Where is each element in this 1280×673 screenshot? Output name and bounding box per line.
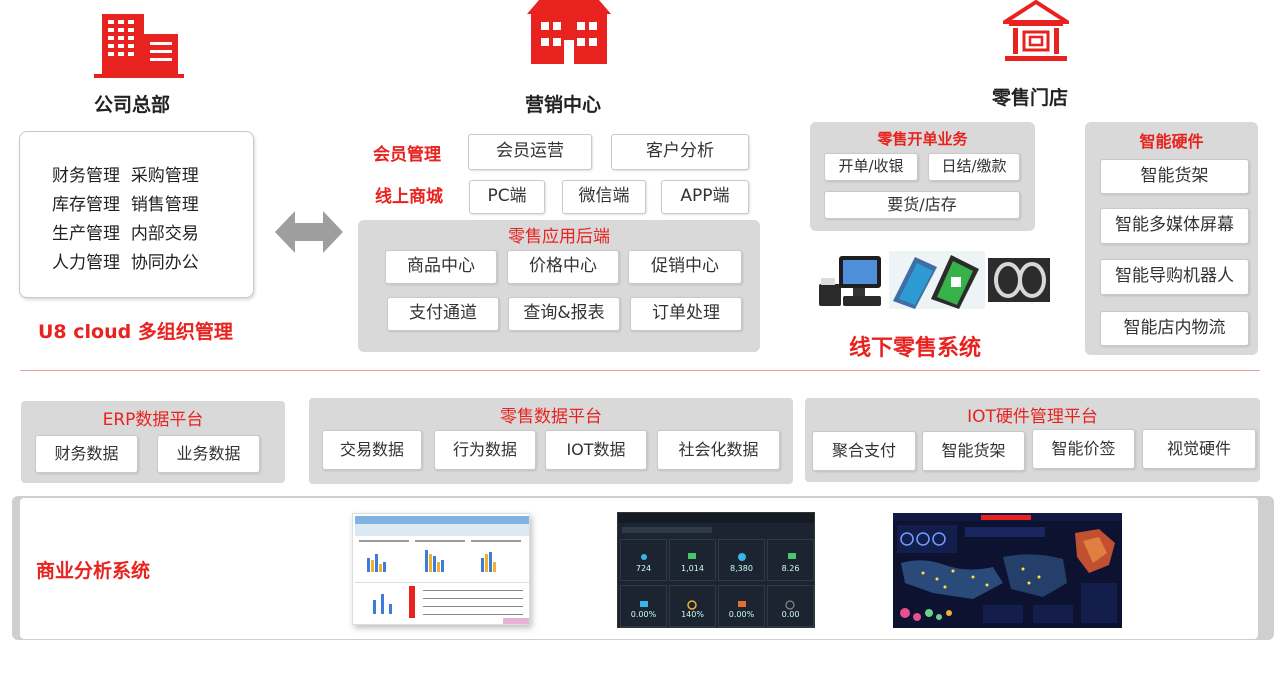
stock-request-box: 要货/店存 [824,191,1020,219]
hq-caption: U8 cloud 多组织管理 [38,321,233,343]
erp-platform-title: ERP数据平台 [102,410,204,430]
wechat-client-box: 微信端 [562,180,646,214]
kpi-tile: 724 [620,539,667,581]
analysis-title: 商业分析系统 [36,560,151,582]
hq-item: 库存管理 [52,195,120,215]
business-data-box: 业务数据 [157,435,260,473]
member-ops-box: 会员运营 [468,134,592,170]
iot-data-box: IOT数据 [545,430,647,470]
hq-row: 生产管理 内部交易 [52,220,242,249]
hq-module-grid: 财务管理 采购管理 库存管理 销售管理 生产管理 内部交易 人力管理 协同办公 [52,162,242,278]
social-data-box: 社会化数据 [657,430,780,470]
smart-band-icon [988,258,1050,302]
hq-item: 人力管理 [52,253,120,273]
hq-item: 内部交易 [130,224,199,244]
retail-backend-title: 零售应用后端 [508,227,610,247]
kpi-tile: 0.00% [620,585,667,627]
hq-item: 生产管理 [52,224,120,244]
promotion-center-box: 促销中心 [628,250,742,284]
kpi-tile: 0.00% [718,585,765,627]
store-title: 零售门店 [992,87,1069,109]
smart-shelf-box: 智能货架 [1100,159,1249,194]
vision-hardware-box: 视觉硬件 [1142,429,1256,469]
hq-item: 协同办公 [130,253,199,273]
behavior-data-box: 行为数据 [434,430,536,470]
smart-media-screen-box: 智能多媒体屏幕 [1100,208,1249,244]
kpi-tile: 8,380 [718,539,765,581]
transaction-data-box: 交易数据 [322,430,422,470]
hq-item: 财务管理 [52,166,120,186]
query-report-box: 查询&报表 [508,297,620,331]
hq-title: 公司总部 [94,94,171,116]
order-processing-box: 订单处理 [630,297,742,331]
member-mgmt-label: 会员管理 [373,145,441,165]
hq-module-box [19,131,254,298]
finance-data-box: 财务数据 [35,435,138,473]
kpi-tile: 0.00 [767,585,814,627]
price-center-box: 价格中心 [507,250,619,284]
retail-data-platform-title: 零售数据平台 [500,407,602,427]
daily-settle-box: 日结/缴款 [928,153,1020,181]
marketing-title: 营销中心 [525,94,602,116]
pos-terminal-icon [817,254,885,308]
kpi-tile: 1,014 [669,539,716,581]
hq-item: 采购管理 [130,166,199,186]
bigscreen-map-thumbnail [893,513,1122,628]
kpi-tile-icons [618,513,814,610]
mobile-pos-icon [889,251,985,309]
hq-row: 库存管理 销售管理 [52,191,242,220]
kpi-dashboard-thumbnail: 724 1,014 8,380 8.26 0.00% 140% 0.00% 0.… [617,512,815,628]
smart-hardware-title: 智能硬件 [1139,132,1204,151]
kpi-tile: 140% [669,585,716,627]
storefront-icon [998,0,1074,64]
smart-shelf-hw-box: 智能货架 [922,431,1025,471]
red-building-icon [527,0,611,64]
bidirectional-arrow-icon [275,209,343,255]
app-client-box: APP端 [661,180,749,214]
hq-row: 财务管理 采购管理 [52,162,242,191]
store-biz-title: 零售开单业务 [877,130,968,148]
iot-platform-title: IOT硬件管理平台 [967,407,1098,427]
kpi-tile: 8.26 [767,539,814,581]
report-dashboard-thumbnail [352,513,530,625]
smart-guide-robot-box: 智能导购机器人 [1100,259,1249,295]
pc-client-box: PC端 [469,180,545,214]
cashier-box: 开单/收银 [824,153,918,181]
product-center-box: 商品中心 [385,250,497,284]
smart-price-tag-box: 智能价签 [1032,429,1135,469]
customer-analysis-box: 客户分析 [611,134,749,170]
payment-channel-box: 支付通道 [387,297,499,331]
offline-retail-caption: 线下零售系统 [849,336,982,361]
online-mall-label: 线上商城 [375,187,443,207]
aggregate-pay-box: 聚合支付 [812,431,916,471]
hq-row: 人力管理 协同办公 [52,249,242,278]
hq-item: 销售管理 [130,195,199,215]
smart-logistics-box: 智能店内物流 [1100,311,1249,346]
section-divider [20,370,1260,371]
office-building-icon [94,12,184,78]
